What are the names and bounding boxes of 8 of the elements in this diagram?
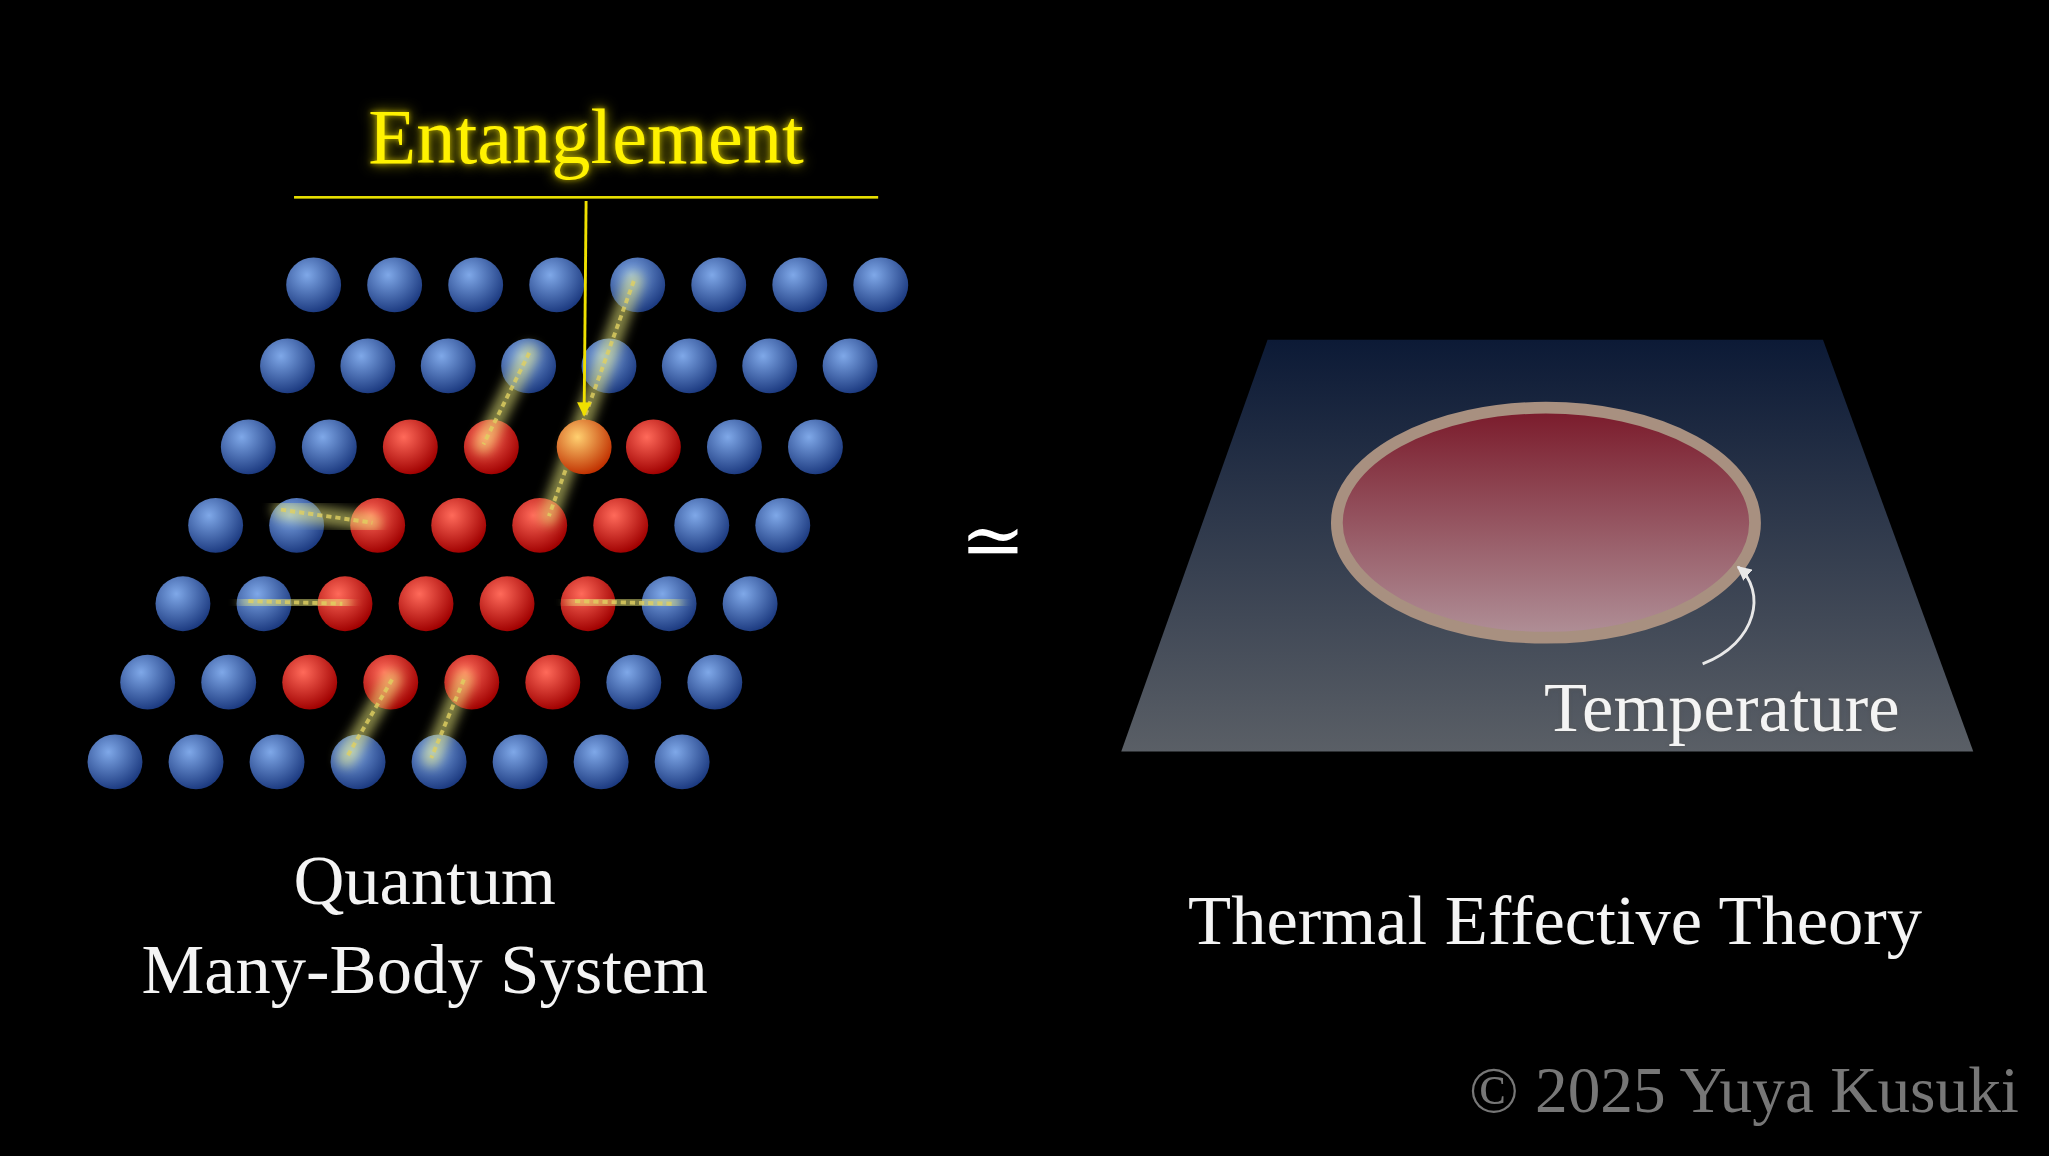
curved-arrow (1702, 565, 1756, 666)
similarity-symbol: ≃ (959, 496, 1027, 587)
label-text: Temperature (1483, 663, 1961, 751)
node-label: Quantum Many-Body System (140, 840, 709, 1011)
node-label: Thermal Effective Theory (1187, 879, 1924, 962)
label-text: Entanglement (294, 81, 879, 199)
leader-line (577, 200, 592, 417)
copyright-text: © 2025 Yuya Kusuki (1468, 1052, 2019, 1128)
